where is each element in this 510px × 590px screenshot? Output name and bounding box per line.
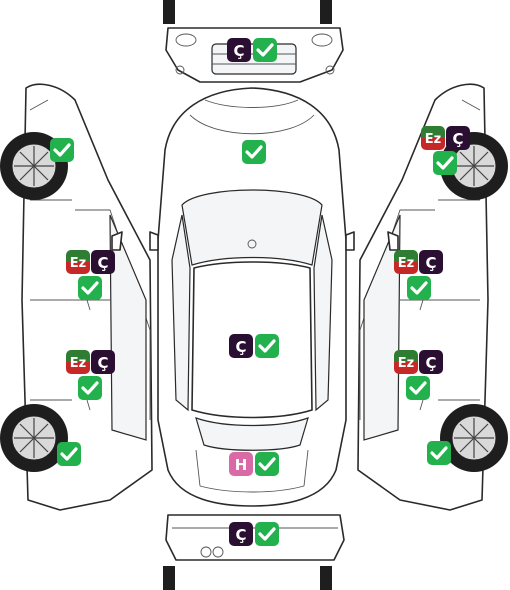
paint-badge-label: Ç — [425, 254, 436, 272]
ez-badge — [66, 350, 90, 374]
ok-check-icon — [433, 151, 457, 175]
ok-check-icon — [253, 38, 277, 62]
trunk-part[interactable]: H — [229, 452, 279, 476]
ok-check-icon — [255, 522, 279, 546]
left-rear-door-part[interactable]: Ez Ç — [66, 350, 115, 400]
ok-check-icon — [78, 276, 102, 300]
ez-badge — [394, 350, 418, 374]
ez-badge — [421, 126, 445, 150]
ok-check-icon — [427, 441, 451, 465]
paint-badge-label: Ç — [97, 254, 108, 272]
ok-check-icon — [407, 276, 431, 300]
right-front-door-part[interactable]: Ez Ç — [394, 250, 443, 300]
right-front-fender-part[interactable]: Ez Ç — [421, 126, 470, 175]
ok-check-icon — [406, 376, 430, 400]
ez-badge-label: Ez — [425, 132, 441, 147]
paint-badge-label: Ç — [452, 130, 463, 148]
ok-check-icon — [50, 138, 74, 162]
ez-badge-label: Ez — [70, 356, 86, 371]
paint-badge-label: Ç — [425, 354, 436, 372]
right-rear-fender-part[interactable] — [427, 441, 451, 465]
hood-part[interactable] — [242, 140, 266, 164]
ok-check-icon — [78, 376, 102, 400]
left-front-fender-part[interactable] — [50, 138, 74, 162]
ez-badge-label: Ez — [398, 256, 414, 271]
front-bumper-part[interactable]: Ç — [227, 38, 277, 62]
rear-bumper-drawing — [163, 514, 345, 590]
paint-badge-label: Ç — [235, 338, 246, 356]
h-badge-label: H — [235, 456, 248, 474]
paint-badge — [419, 250, 443, 274]
paint-badge — [419, 350, 443, 374]
roof-part[interactable]: Ç — [229, 334, 279, 358]
paint-badge — [229, 334, 253, 358]
ez-badge-label: Ez — [398, 356, 414, 371]
left-rear-fender-part[interactable] — [57, 442, 81, 466]
paint-badge — [446, 126, 470, 150]
ok-check-icon — [255, 334, 279, 358]
paint-badge — [227, 38, 251, 62]
ez-badge — [66, 250, 90, 274]
ez-badge-label: Ez — [70, 256, 86, 271]
h-badge — [229, 452, 253, 476]
front-bumper-drawing — [163, 0, 344, 83]
paint-badge — [91, 350, 115, 374]
paint-badge-label: Ç — [235, 526, 246, 544]
ok-check-icon — [57, 442, 81, 466]
ez-badge — [394, 250, 418, 274]
left-front-door-part[interactable]: Ez Ç — [66, 250, 115, 300]
paint-badge — [229, 522, 253, 546]
paint-badge — [91, 250, 115, 274]
ok-check-icon — [242, 140, 266, 164]
right-rear-door-part[interactable]: Ez Ç — [394, 350, 443, 400]
ok-check-icon — [255, 452, 279, 476]
paint-badge-label: Ç — [233, 42, 244, 60]
rear-bumper-part[interactable]: Ç — [229, 522, 279, 546]
paint-badge-label: Ç — [97, 354, 108, 372]
